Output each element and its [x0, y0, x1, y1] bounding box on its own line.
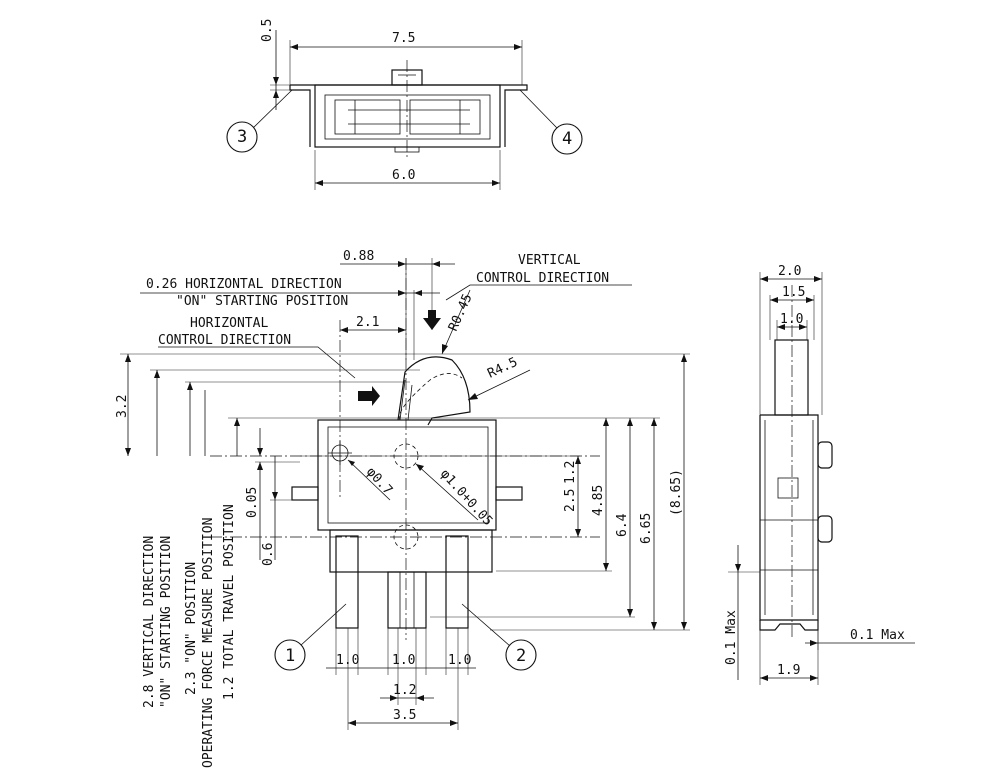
top-view-body — [314, 84, 501, 148]
dim-0-05: 0.05 — [245, 487, 260, 518]
left-side-pin — [291, 486, 319, 501]
callout-4 — [551, 123, 583, 155]
dim-7-5: 7.5 — [392, 31, 415, 46]
vlabel-on-starting: "ON" STARTING POSITION — [159, 536, 174, 708]
top-view: 7.5 0.5 6.0 3 4 — [226, 19, 583, 190]
label-horizontal-control: CONTROL DIRECTION — [158, 333, 291, 348]
dim-1-0-mid: 1.0 — [392, 653, 415, 668]
dim-1-9: 1.9 — [777, 663, 800, 678]
dim-8-65: (8.65) — [669, 469, 684, 516]
svg-text:3: 3 — [237, 127, 247, 147]
side-view-body — [759, 414, 819, 621]
dim-6-65: 6.65 — [639, 513, 654, 544]
dim-2-1: 2.1 — [356, 315, 379, 330]
dim-2-5: 2.5 — [563, 489, 578, 512]
label-on-starting: "ON" STARTING POSITION — [176, 294, 348, 309]
vlabel-1-2-total-travel: 1.2 TOTAL TRAVEL POSITION — [222, 504, 237, 700]
front-view-body — [317, 419, 497, 531]
vlabel-2-8-vertical: 2.8 VERTICAL DIRECTION — [142, 536, 157, 708]
callout-1 — [274, 639, 306, 671]
side-bump-upper — [817, 441, 833, 469]
dim-1-2: 1.2 — [563, 461, 578, 484]
label-horizontal: HORIZONTAL — [190, 316, 268, 331]
dim-3-2: 3.2 — [115, 395, 130, 418]
dim-1-0-right: 1.0 — [448, 653, 471, 668]
front-view: 0.88 0.26 HORIZONTAL DIRECTION "ON" STAR… — [115, 249, 690, 768]
dim-0-5: 0.5 — [260, 19, 275, 42]
label-0-26-horizontal: 0.26 HORIZONTAL DIRECTION — [146, 277, 342, 292]
dim-2-0: 2.0 — [778, 264, 801, 279]
callout-2 — [505, 639, 537, 671]
dim-3-5: 3.5 — [393, 708, 416, 723]
terminal-1 — [335, 535, 359, 629]
callout-3 — [226, 121, 258, 153]
svg-text:1: 1 — [285, 646, 295, 666]
side-view: 2.0 1.5 1.0 0.1 Max 0.1 Max 1.9 — [724, 264, 915, 685]
label-vertical: VERTICAL — [518, 253, 581, 268]
terminal-common — [387, 571, 427, 629]
svg-text:4: 4 — [562, 129, 572, 149]
dim-1-0-side: 1.0 — [780, 312, 803, 327]
dim-0-6: 0.6 — [261, 543, 276, 566]
dim-0-88: 0.88 — [343, 249, 374, 264]
right-side-pin — [495, 486, 523, 501]
top-view-flange — [290, 84, 528, 147]
dim-0-1-max-horizontal: 0.1 Max — [850, 628, 905, 643]
vlabel-operating-force: OPERATING FORCE MEASURE POSITION — [201, 518, 216, 768]
actuator-lever — [397, 356, 471, 426]
side-view-stem — [774, 339, 809, 416]
dim-1-2-pitch: 1.2 — [393, 683, 416, 698]
dim-6-0: 6.0 — [392, 168, 415, 183]
hole-dia-1-0: φ1.0+0.05 — [437, 467, 495, 529]
dim-0-1-max-vertical: 0.1 Max — [724, 610, 739, 665]
vlabel-2-3-on: 2.3 "ON" POSITION — [184, 562, 199, 695]
hole-dia-0-7: φ0.7 — [363, 465, 395, 498]
dim-4-85: 4.85 — [591, 485, 606, 516]
svg-text:2: 2 — [516, 646, 526, 666]
dim-1-5: 1.5 — [782, 285, 805, 300]
side-bump-lower — [817, 515, 833, 543]
label-vertical-control: CONTROL DIRECTION — [476, 271, 609, 286]
radius-0-45: R0.45 — [446, 292, 476, 334]
terminal-2 — [445, 535, 469, 629]
dim-6-4: 6.4 — [615, 513, 630, 537]
